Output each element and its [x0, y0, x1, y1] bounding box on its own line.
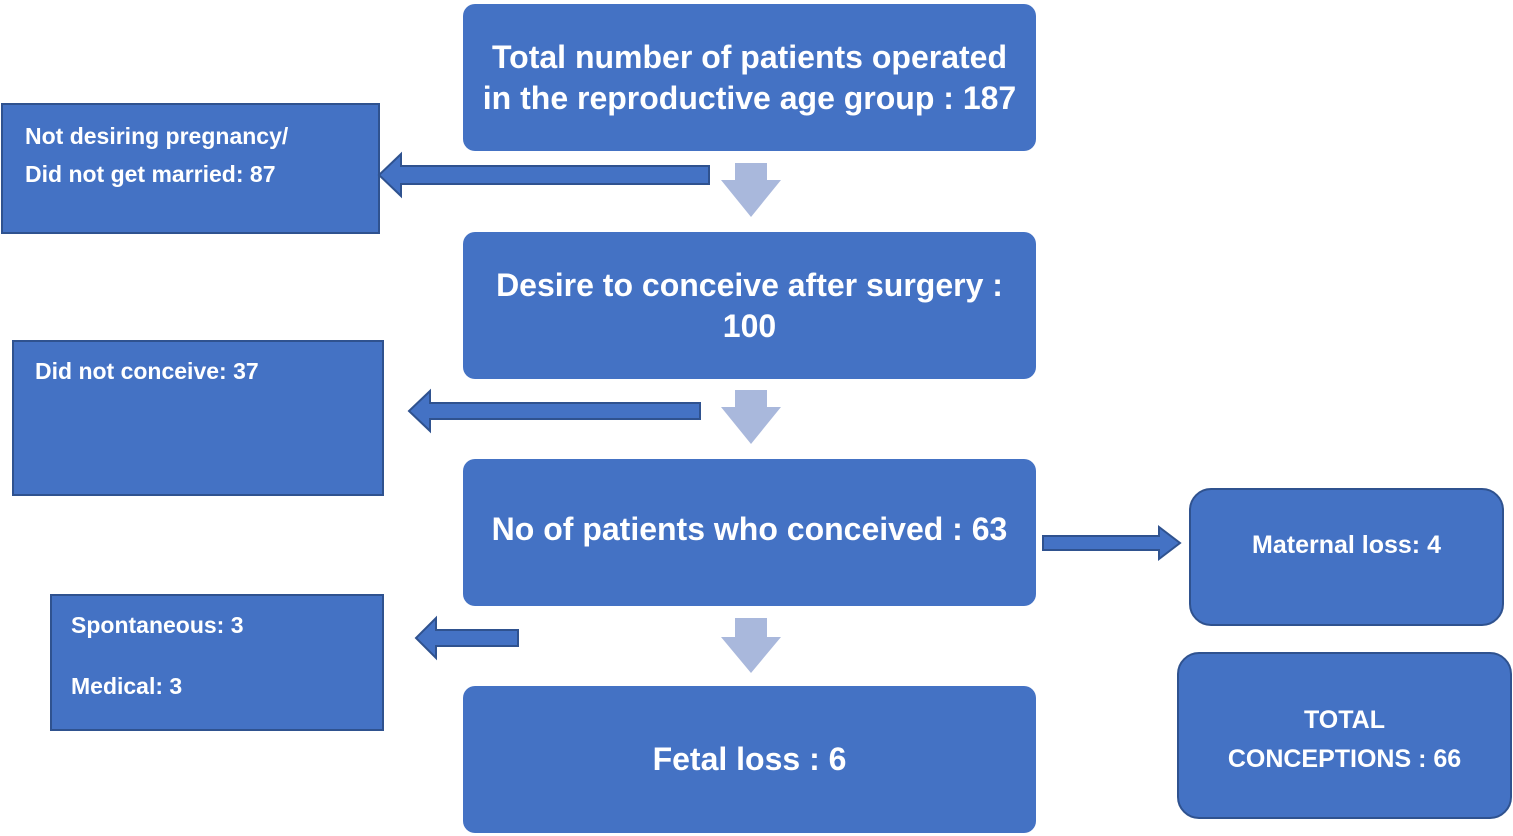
total-patients-box: Total number of patients operated in the… [463, 4, 1036, 151]
not-desiring-line2: Did not get married: 87 [25, 161, 276, 187]
left-arrow-not-desiring [377, 151, 710, 199]
did-not-conceive-line1: Did not conceive: 37 [35, 358, 259, 384]
not-desiring-line1: Not desiring pregnancy/ [25, 123, 289, 149]
maternal-loss-label: Maternal loss: 4 [1252, 530, 1441, 559]
medical-label: Medical: 3 [71, 673, 183, 699]
spontaneous-label: Spontaneous: 3 [71, 612, 244, 638]
total-patients-line2: in the reproductive age group : 187 [482, 79, 1017, 116]
down-arrow-1 [721, 163, 781, 217]
did-not-conceive-box: Did not conceive: 37 [12, 340, 384, 496]
desire-to-conceive-box: Desire to conceive after surgery : 100 [463, 232, 1036, 379]
fetal-loss-line1: Fetal loss : 6 [652, 741, 847, 777]
conceived-box: No of patients who conceived : 63 [463, 459, 1036, 606]
fetal-loss-box: Fetal loss : 6 [463, 686, 1036, 833]
right-arrow-maternal-loss [1042, 524, 1182, 562]
conceived-line1: No of patients who conceived : 63 [491, 511, 1008, 547]
total-conceptions-line1: TOTAL [1303, 705, 1385, 734]
maternal-loss-box: Maternal loss: 4 [1189, 488, 1504, 626]
left-arrow-did-not-conceive [407, 388, 701, 434]
down-arrow-2 [721, 390, 781, 444]
desire-to-conceive-line1: Desire to conceive after surgery : [496, 266, 1003, 303]
total-conceptions-line2: CONCEPTIONS : 66 [1227, 744, 1462, 773]
fetal-loss-types-box: Spontaneous: 3 Medical: 3 [50, 594, 384, 731]
down-arrow-3 [721, 618, 781, 673]
desire-to-conceive-line2: 100 [722, 307, 777, 344]
not-desiring-box: Not desiring pregnancy/ Did not get marr… [1, 103, 380, 234]
left-arrow-fetal-loss-types [414, 615, 519, 661]
total-patients-line1: Total number of patients operated [492, 38, 1007, 75]
total-conceptions-box: TOTAL CONCEPTIONS : 66 [1177, 652, 1512, 819]
